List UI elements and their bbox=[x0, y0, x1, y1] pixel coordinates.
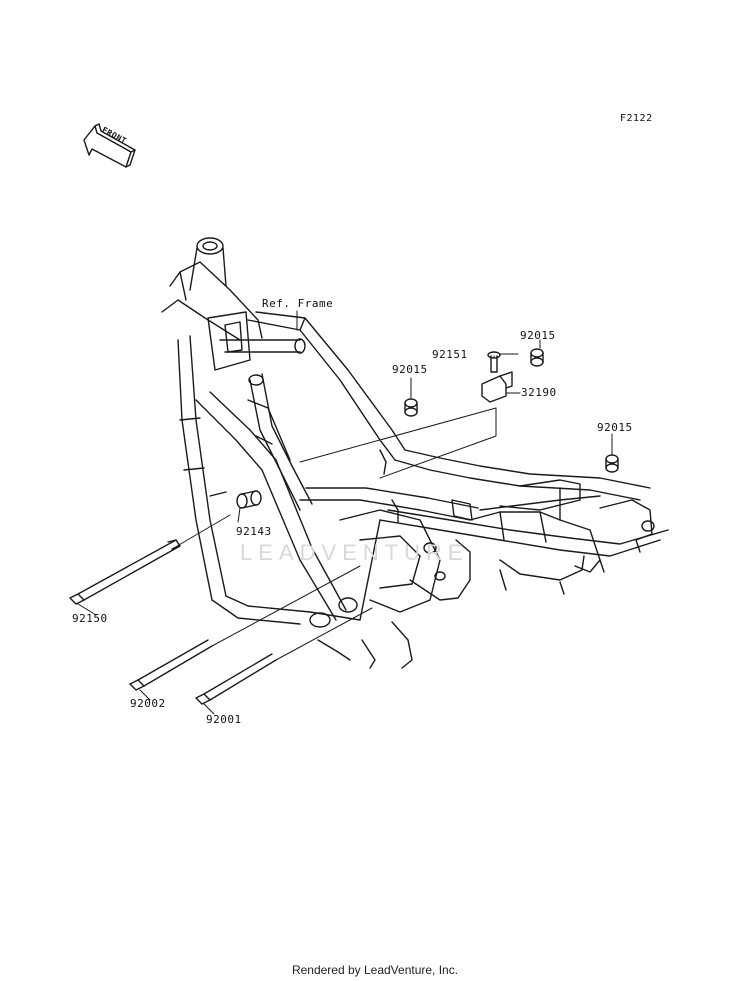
bushing-92015-right-icon bbox=[605, 454, 619, 473]
front-arrow-icon bbox=[83, 123, 136, 168]
ref-frame-label: Ref. Frame bbox=[262, 297, 334, 310]
part-label-92002[interactable]: 92002 bbox=[130, 697, 166, 710]
part-label-92001[interactable]: 92001 bbox=[206, 713, 242, 726]
figure-code: F2122 bbox=[620, 113, 653, 124]
frame-outline bbox=[161, 237, 669, 669]
part-label-32190[interactable]: 32190 bbox=[521, 386, 557, 399]
bolt-92150-icon bbox=[69, 539, 181, 605]
bolt-92151-icon bbox=[487, 351, 501, 373]
part-label-92015-right[interactable]: 92015 bbox=[597, 421, 633, 434]
footer-credit: Rendered by LeadVenture, Inc. bbox=[291, 963, 459, 977]
part-label-92015-left[interactable]: 92015 bbox=[392, 363, 428, 376]
watermark: LEADVENTURE bbox=[240, 540, 469, 565]
bolt-92002-icon bbox=[129, 639, 213, 691]
bolt-92001-icon bbox=[195, 653, 277, 705]
bushing-92143-icon bbox=[236, 490, 262, 509]
part-label-92143[interactable]: 92143 bbox=[236, 525, 272, 538]
part-label-92015-top[interactable]: 92015 bbox=[520, 329, 556, 342]
leader-lines bbox=[77, 310, 613, 715]
part-label-92151[interactable]: 92151 bbox=[432, 348, 468, 361]
bracket-32190-icon bbox=[481, 371, 513, 403]
bushing-92015-top-icon bbox=[530, 348, 544, 367]
part-label-92150[interactable]: 92150 bbox=[72, 612, 108, 625]
bushing-92015-left-icon bbox=[404, 398, 418, 417]
